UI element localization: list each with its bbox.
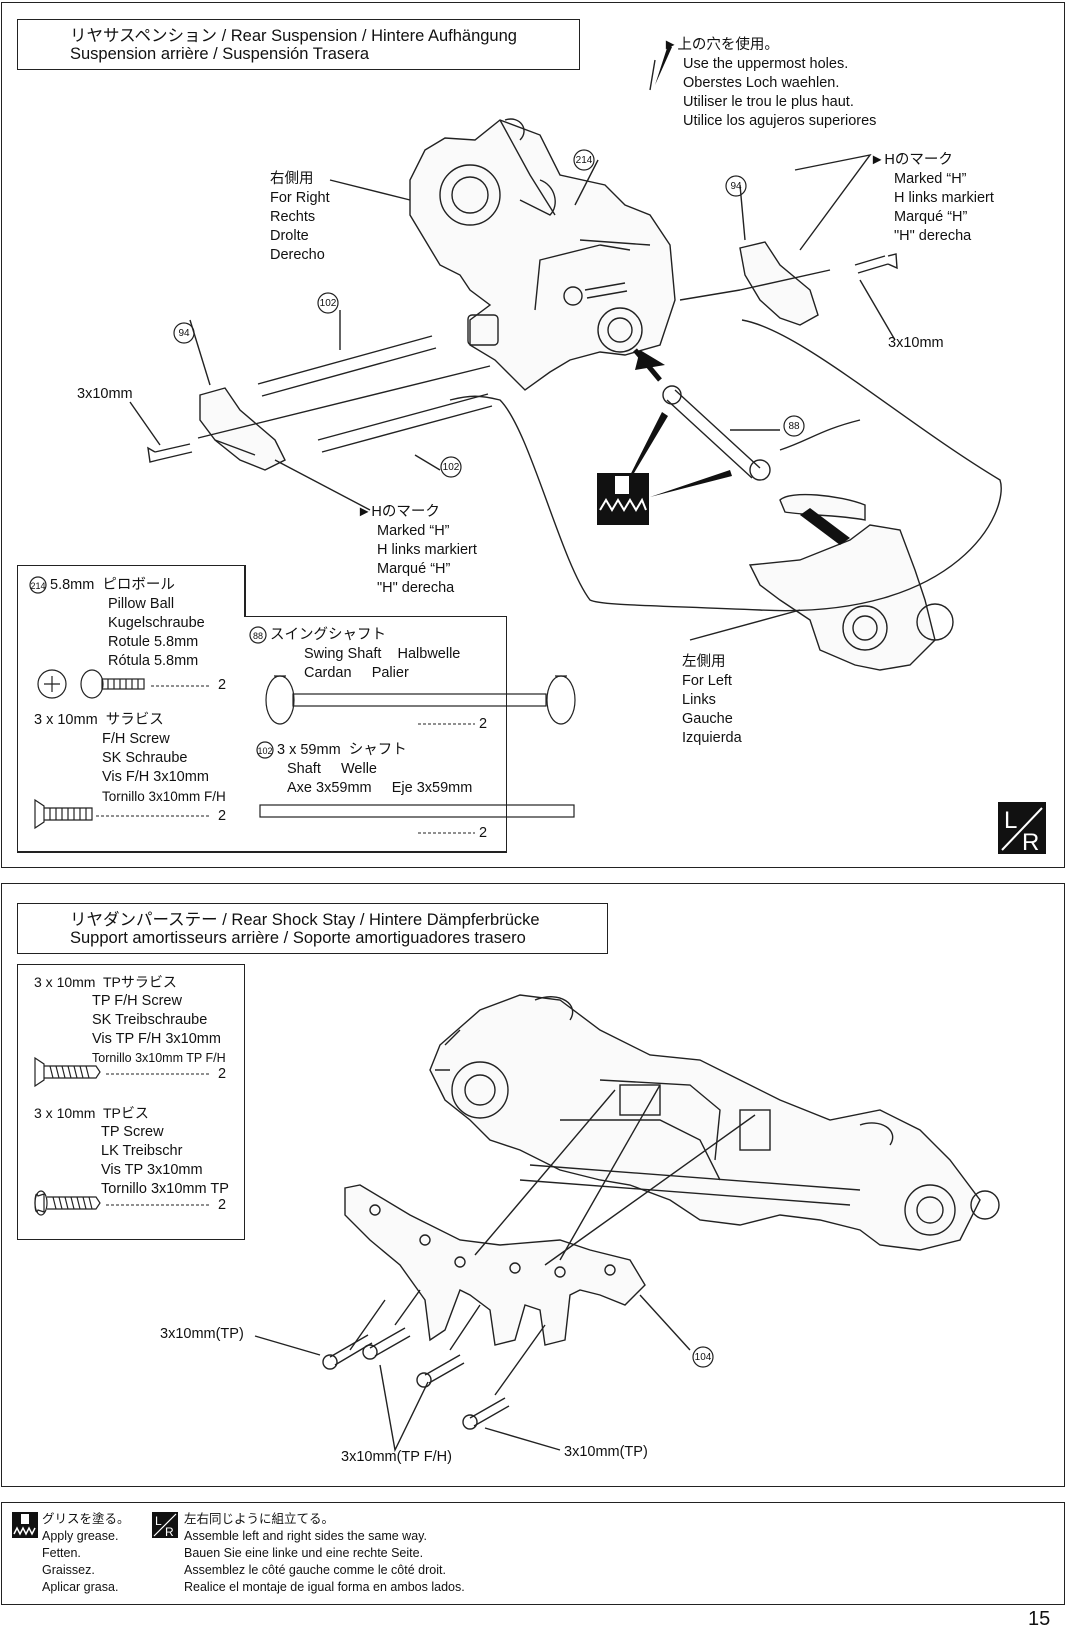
label-screw-right: 3x10mm (888, 335, 944, 351)
step-20-title-line2: Support amortisseurs arrière / Soporte a… (70, 929, 526, 947)
parts-fh-screw-qty: 2 (218, 808, 227, 824)
parts-214-num: 214 (30, 581, 46, 591)
svg-text:L: L (1004, 807, 1017, 834)
callout-102-lower: 102 (442, 462, 460, 473)
parts-88-num: 88 (252, 631, 263, 641)
callout-102-upper: 102 (319, 298, 337, 309)
page-number: 15 (1028, 1608, 1051, 1630)
parts-tp-qty: 2 (218, 1197, 227, 1213)
label-screw-left: 3x10mm (77, 386, 133, 402)
step-19-illustration (129, 45, 1002, 671)
step-19-title-line1: リヤサスペンション / Rear Suspension / Hintere Au… (70, 27, 517, 45)
svg-text:R: R (1022, 829, 1039, 856)
parts-214-qty: 2 (218, 677, 227, 693)
label-tp-screw-right: 3x10mm(TP) (564, 1444, 648, 1460)
label-tp-fh-screw: 3x10mm(TP F/H) (341, 1449, 452, 1465)
callout-94-left: 94 (178, 328, 190, 339)
step-19-title-line2: Suspension arrière / Suspensión Trasera (70, 45, 369, 63)
step-20-panel (1, 883, 1065, 1487)
svg-text:R: R (165, 1525, 174, 1539)
legend-panel (1, 1502, 1065, 1605)
callout-88: 88 (788, 421, 800, 432)
parts-102-qty: 2 (479, 825, 488, 841)
lr-legend-icon: L R (152, 1512, 178, 1539)
grease-legend-icon (12, 1512, 38, 1538)
step-19-panel (1, 2, 1065, 868)
step-19-parts-box-right (244, 616, 507, 853)
step-20-title-line1: リヤダンパーステー / Rear Shock Stay / Hintere Dä… (70, 911, 540, 929)
callout-94-right: 94 (730, 181, 742, 192)
step-20-title: リヤダンパーステー / Rear Shock Stay / Hintere Dä… (17, 903, 608, 954)
parts-88-qty: 2 (479, 716, 488, 732)
step-20-parts-box (17, 964, 245, 1240)
parts-102-num: 102 (257, 746, 273, 756)
step-19-title: リヤサスペンション / Rear Suspension / Hintere Au… (17, 19, 580, 70)
step-19-parts-box (17, 565, 245, 853)
left-right-icon: L R (998, 802, 1046, 856)
label-tp-screw-left: 3x10mm(TP) (160, 1326, 244, 1342)
callout-104: 104 (694, 1352, 712, 1363)
callout-214: 214 (575, 155, 593, 166)
parts-tp-fh-qty: 2 (218, 1066, 227, 1082)
svg-text:L: L (155, 1514, 162, 1528)
step-19-parts-icons (29, 576, 576, 834)
